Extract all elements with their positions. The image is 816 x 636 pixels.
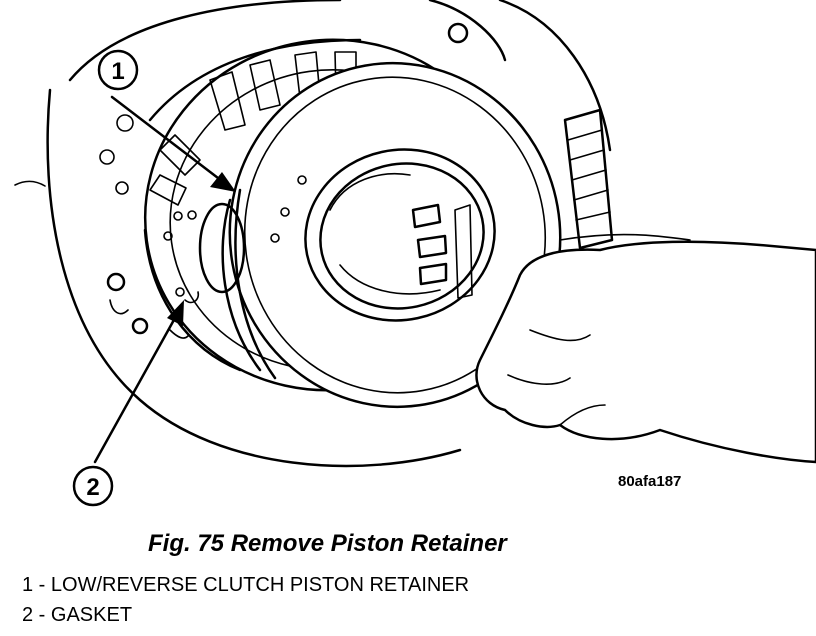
legend-item-2: 2 - GASKET xyxy=(22,604,133,626)
callout-2: 2 xyxy=(72,465,114,507)
figure-caption: Fig. 75 Remove Piston Retainer xyxy=(148,530,507,557)
callout-2-number: 2 xyxy=(86,474,99,501)
gear-teeth xyxy=(563,108,614,250)
leader-arrow-1 xyxy=(110,95,236,192)
leader-arrow-2 xyxy=(93,300,184,464)
callout-1: 1 xyxy=(97,49,139,91)
piston-retainer-illustration: 1 2 80afa187 xyxy=(14,0,816,507)
hand xyxy=(475,240,816,464)
piston-retainer xyxy=(198,61,562,409)
callout-1-number: 1 xyxy=(111,58,124,85)
legend-item-1: 1 - LOW/REVERSE CLUTCH PISTON RETAINER xyxy=(22,574,470,596)
figure-id-code: 80afa187 xyxy=(618,473,681,490)
